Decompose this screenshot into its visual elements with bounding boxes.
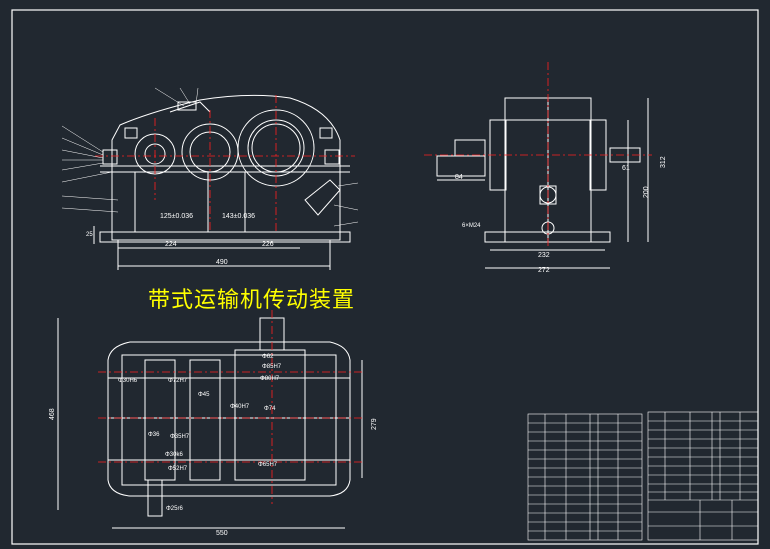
side-view: [436, 97, 649, 269]
drawing-border: [11, 9, 759, 545]
side-dim-bolt: 6×M24: [462, 223, 481, 229]
fit-label: Φ35H7: [170, 434, 190, 440]
parts-list-table: [527, 411, 759, 541]
fit-label: Φ65H7: [258, 462, 278, 468]
front-view-centerlines: [95, 95, 355, 232]
fit-label: Φ72H7: [168, 378, 188, 384]
front-view-leaders: [61, 87, 359, 227]
top-dim-550: 550: [216, 530, 228, 537]
fit-label: Φ62: [262, 354, 274, 360]
fit-label: Φ80H7: [260, 376, 280, 382]
fit-label: Φ36: [148, 432, 160, 438]
top-view: [57, 317, 363, 529]
side-dim-61: 61: [622, 165, 630, 172]
side-dim-232: 232: [538, 252, 550, 259]
side-view-centerlines: [424, 62, 652, 248]
fit-label: Φ52H7: [168, 466, 188, 472]
top-view-centerlines: [98, 310, 364, 504]
drawing-title: 带式运输机传动装置: [148, 288, 356, 313]
front-dim-224: 224: [165, 241, 177, 248]
side-dim-200: 200: [643, 186, 650, 198]
fit-label: Φ85H7: [262, 364, 282, 370]
front-dim-center-1: 125±0.036: [160, 213, 193, 220]
top-dim-468: 468: [49, 408, 56, 420]
side-dim-84: 84: [455, 174, 463, 181]
front-dim-490: 490: [216, 259, 228, 266]
fit-label: Φ40H7: [230, 404, 250, 410]
side-dim-312: 312: [660, 156, 667, 168]
fit-label: Φ74: [264, 406, 276, 412]
fit-label: Φ30H6: [118, 378, 138, 384]
front-dim-left: 25: [86, 232, 93, 238]
top-view-fit-labels: Φ30H6 Φ72H7 Φ62 Φ80H7 Φ45 Φ74 Φ36 Φ35H7 …: [118, 354, 282, 512]
side-dim-272: 272: [538, 267, 550, 274]
front-dim-center-2: 143±0.036: [222, 213, 255, 220]
front-view: [93, 94, 351, 270]
fit-label: Φ30k6: [165, 452, 183, 458]
fit-label: Φ25r6: [166, 506, 183, 512]
front-dim-226: 226: [262, 241, 274, 248]
top-dim-279: 279: [371, 418, 378, 430]
fit-label: Φ45: [198, 392, 210, 398]
